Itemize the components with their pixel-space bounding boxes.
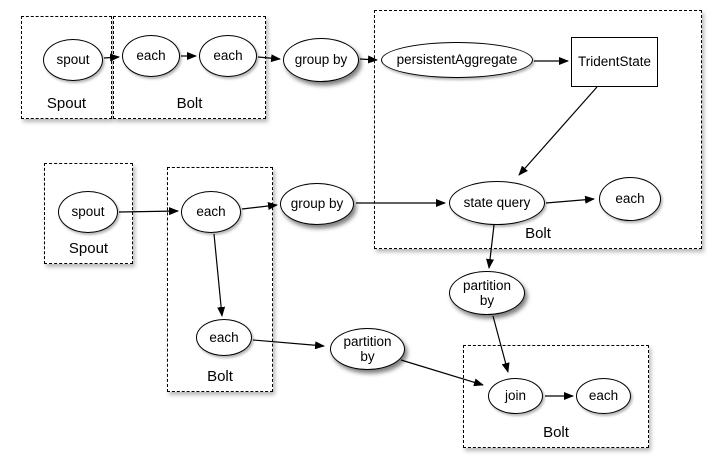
node-spout-2: spout bbox=[58, 191, 118, 233]
node-partition-by-1: partition by bbox=[330, 328, 405, 370]
group-label-bolt-main: Bolt bbox=[525, 225, 551, 242]
node-label: partition by bbox=[462, 277, 512, 308]
group-label-bolt-tall: Bolt bbox=[207, 368, 233, 385]
group-label-spout-1: Spout bbox=[46, 95, 87, 112]
group-label-spout-2: Spout bbox=[68, 240, 109, 257]
node-label: each bbox=[196, 204, 226, 220]
node-join: join bbox=[488, 378, 543, 414]
node-partition-by-2: partition by bbox=[449, 271, 525, 315]
node-each-1a: each bbox=[122, 35, 180, 77]
node-label: persistentAggregate bbox=[396, 52, 518, 68]
node-state-query: state query bbox=[449, 181, 545, 225]
node-each-4: each bbox=[576, 378, 631, 414]
group-label-bolt-1: Bolt bbox=[176, 95, 203, 112]
node-label: TridentState bbox=[577, 54, 652, 70]
node-each-2a: each bbox=[181, 191, 241, 233]
node-label: group by bbox=[294, 52, 348, 68]
node-label: each bbox=[209, 329, 239, 345]
node-trident-state: TridentState bbox=[571, 37, 658, 87]
node-label: group by bbox=[290, 196, 344, 212]
node-label: each bbox=[615, 191, 645, 207]
node-label: spout bbox=[71, 204, 105, 220]
node-label: join bbox=[504, 388, 526, 404]
node-label: each bbox=[588, 388, 619, 404]
node-each-2b: each bbox=[196, 319, 252, 356]
node-group-by-2: group by bbox=[280, 183, 354, 225]
node-each-1b: each bbox=[199, 35, 257, 77]
node-label: partition by bbox=[343, 333, 392, 364]
node-label: state query bbox=[463, 195, 531, 211]
node-group-by-1: group by bbox=[283, 38, 359, 82]
group-label-bolt-join: Bolt bbox=[543, 424, 569, 441]
node-label: each bbox=[213, 48, 243, 64]
node-persistent-aggregate: persistentAggregate bbox=[381, 42, 533, 78]
node-label: each bbox=[136, 48, 166, 64]
node-label: spout bbox=[56, 52, 90, 68]
node-each-3: each bbox=[599, 177, 661, 221]
node-spout-1: spout bbox=[43, 39, 103, 81]
